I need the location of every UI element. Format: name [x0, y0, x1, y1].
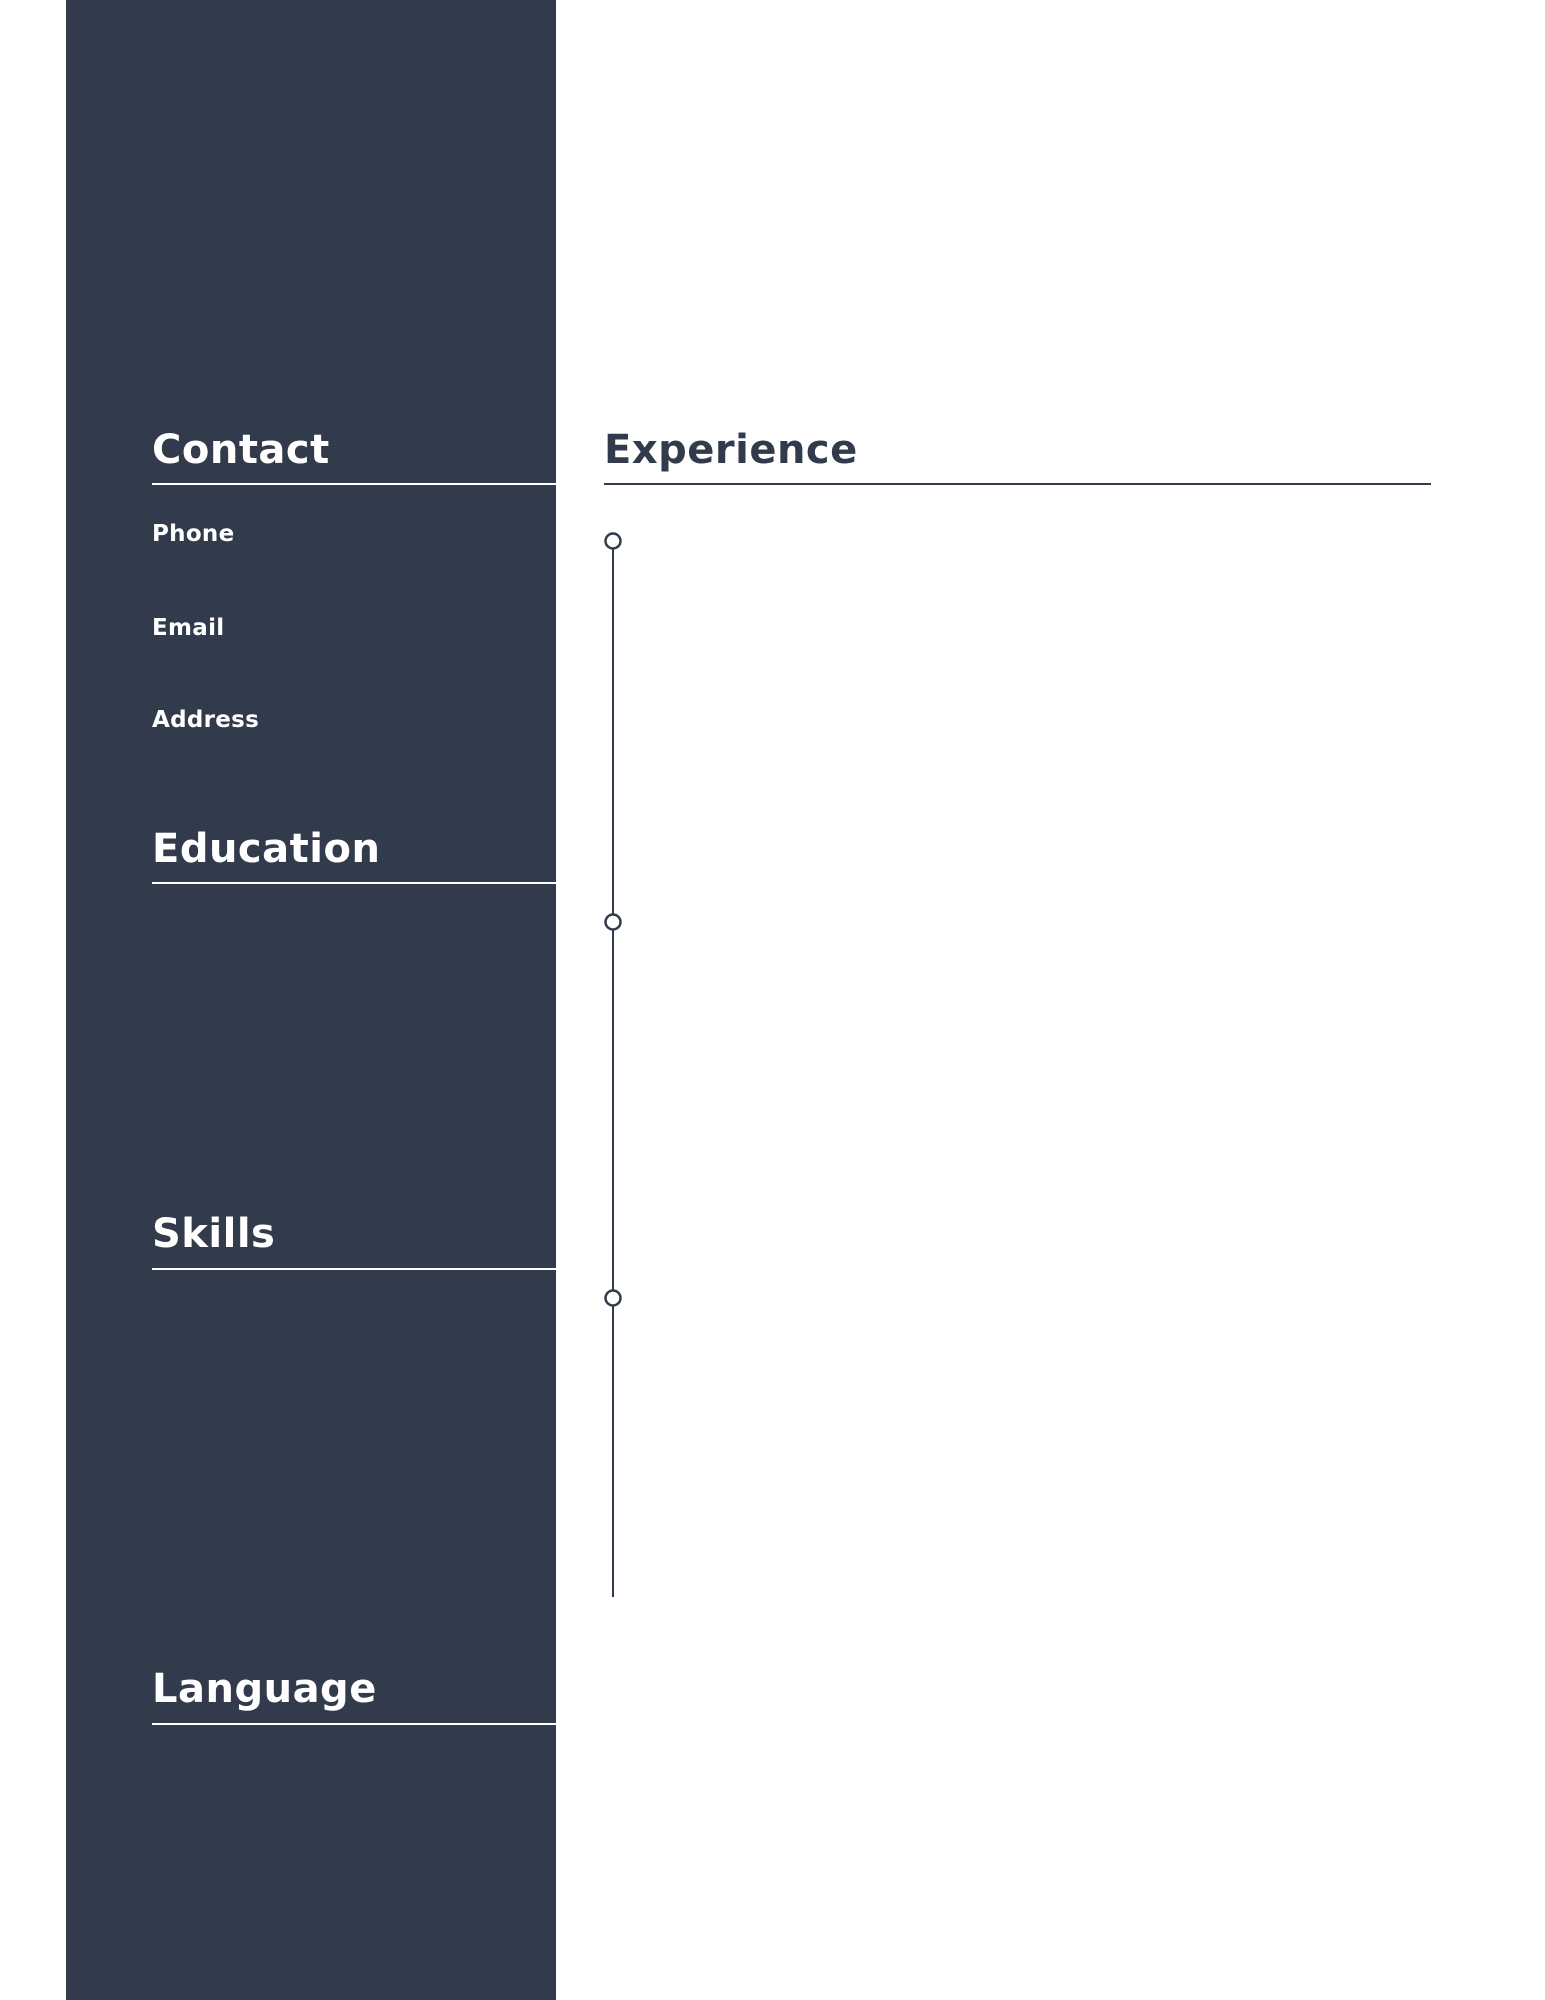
language-heading: Language: [152, 1666, 377, 1712]
education-divider: [152, 882, 556, 884]
contact-divider: [152, 483, 556, 485]
experience-divider: [604, 483, 1431, 485]
skills-heading: Skills: [152, 1211, 276, 1257]
education-heading: Education: [152, 826, 381, 872]
timeline-node-2: [604, 913, 622, 931]
language-divider: [152, 1723, 556, 1725]
experience-timeline: [604, 532, 622, 1597]
timeline-node-3: [604, 1289, 622, 1307]
skills-divider: [152, 1268, 556, 1270]
contact-heading: Contact: [152, 427, 330, 473]
sidebar-panel: [66, 0, 556, 2000]
phone-label: Phone: [152, 521, 235, 547]
experience-heading: Experience: [604, 427, 858, 473]
email-label: Email: [152, 615, 225, 641]
timeline-node-1: [604, 532, 622, 550]
address-label: Address: [152, 707, 260, 733]
